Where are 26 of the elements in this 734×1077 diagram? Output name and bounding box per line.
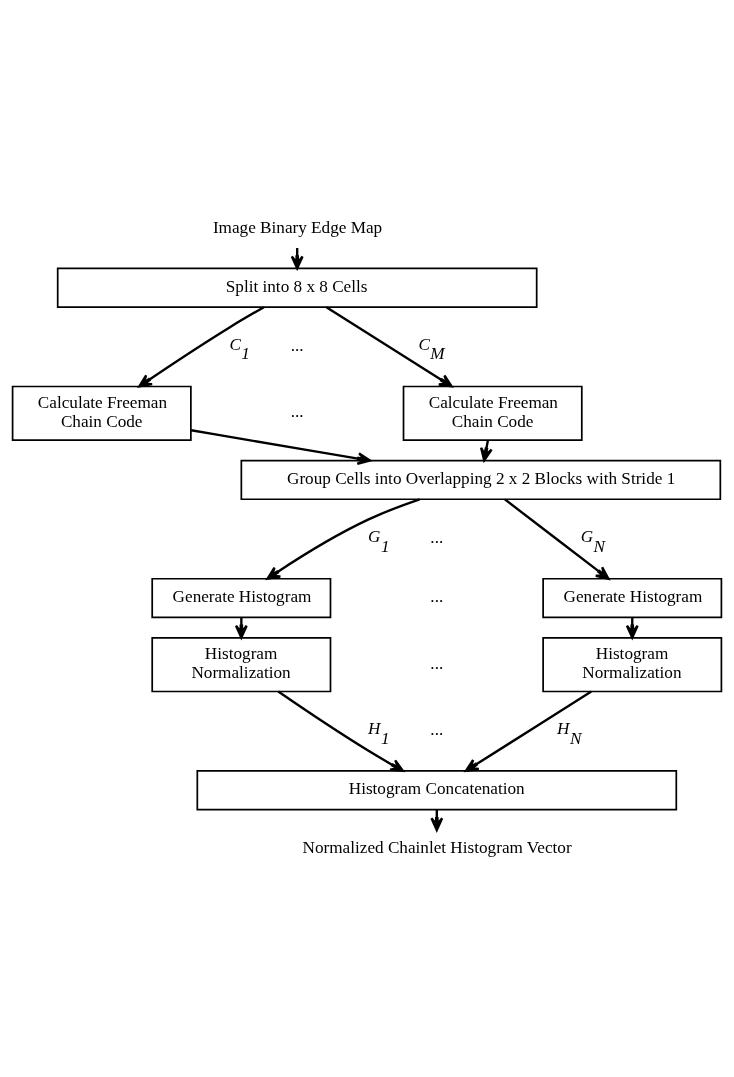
- arrow: [479, 439, 493, 462]
- label: ...: [290, 335, 304, 355]
- node-text: Normalized Chainlet Histogram Vector: [302, 837, 572, 857]
- arrow: [325, 305, 453, 387]
- node-box: Histogram Normalization: [542, 636, 723, 692]
- node-box: Histogram Concatenation: [196, 769, 678, 810]
- arrow: [191, 428, 372, 465]
- label: ...: [430, 527, 444, 547]
- node-box: Histogram Normalization: [151, 636, 332, 692]
- arrow: [234, 616, 248, 639]
- arrow: [277, 690, 405, 772]
- arrow: [504, 497, 610, 580]
- arrow: [266, 497, 420, 580]
- node-box: Generate Histogram: [542, 577, 723, 618]
- label: ...: [430, 653, 444, 673]
- label: ...: [430, 586, 444, 606]
- arrow: [138, 305, 265, 388]
- node-box: Group Cells into Overlapping 2 x 2 Blocks with Stride 1: [240, 459, 722, 500]
- node-box: Generate Histogram: [151, 577, 332, 618]
- node-box: Calculate Freeman Chain Code: [402, 385, 583, 441]
- node-box: Calculate Freeman Chain Code: [11, 385, 192, 441]
- node-box: Split into 8 x 8 Cells: [56, 267, 538, 308]
- label: ...: [290, 401, 304, 421]
- label: ...: [430, 719, 444, 739]
- arrow: [464, 690, 592, 772]
- node-text: Image Binary Edge Map: [212, 217, 383, 237]
